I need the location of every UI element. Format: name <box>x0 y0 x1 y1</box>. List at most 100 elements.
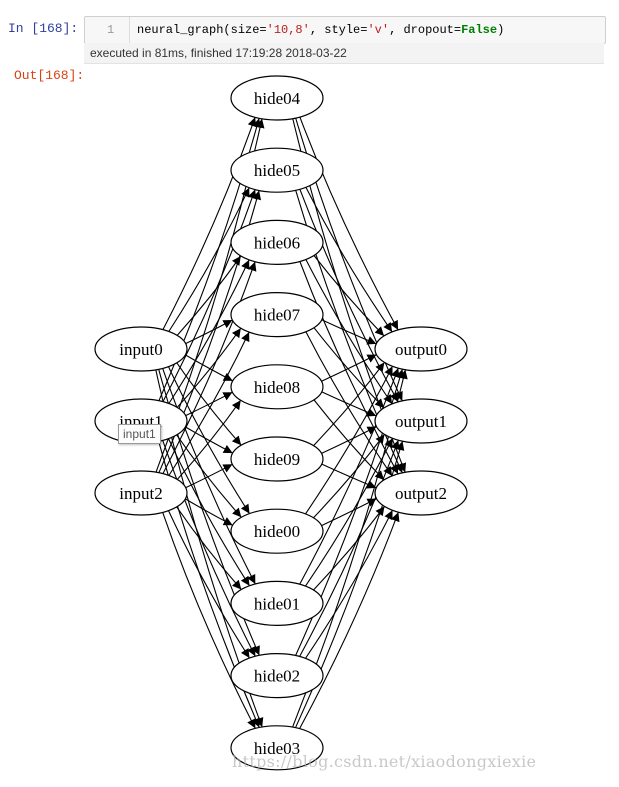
edge-hide00-output0 <box>305 366 393 515</box>
node-label: hide03 <box>254 739 300 758</box>
node-output1: output1 <box>374 398 468 444</box>
node-hide04: hide04 <box>230 75 324 121</box>
edge-hide04-output0 <box>299 116 399 331</box>
edge-input2-hide07 <box>168 331 250 476</box>
edge-input1-hide05 <box>162 189 257 402</box>
node-label: input0 <box>119 340 162 359</box>
node-ellipse <box>94 326 188 372</box>
edge-hide00-output2 <box>321 498 377 527</box>
node-input0: input0 <box>94 326 188 372</box>
node-hide00: hide00 <box>230 508 324 554</box>
code-keyword-false: False <box>461 23 498 37</box>
node-label: hide01 <box>254 594 300 613</box>
code-close-paren: ) <box>497 23 505 37</box>
node-ellipse <box>230 725 324 771</box>
edge-hide09-output1 <box>321 426 377 454</box>
edge-input0-hide00 <box>168 366 250 514</box>
code-string-style: 'v' <box>367 23 390 37</box>
node-ellipse <box>230 292 324 338</box>
node-ellipse <box>230 580 324 627</box>
node-label: output2 <box>395 484 447 503</box>
graph-nodes: input0 input1 input2 hide04 hide05 hide06 hide… <box>94 75 468 771</box>
edge-hide07-output2 <box>305 331 393 477</box>
code-line[interactable]: neural_graph(size='10,8', style='v', dro… <box>137 23 504 37</box>
edge-input2-hide09 <box>185 463 233 489</box>
edge-input0-hide09 <box>176 362 242 446</box>
node-label: hide02 <box>254 667 300 686</box>
output-prompt: Out[168]: <box>14 68 85 83</box>
watermark: https://blog.csdn.net/xiaodongxiexie <box>232 752 537 771</box>
node-label: hide07 <box>254 306 301 325</box>
node-ellipse <box>230 364 324 410</box>
node-output0: output0 <box>374 326 468 372</box>
edge-hide06-output1 <box>305 259 393 405</box>
node-ellipse <box>230 147 324 193</box>
node-ellipse <box>230 508 324 554</box>
node-hide02: hide02 <box>230 652 324 699</box>
edge-input1-hide06 <box>168 259 250 404</box>
line-number: 1 <box>107 23 115 37</box>
execution-info: executed in 81ms, finished 17:19:28 2018… <box>90 46 347 60</box>
node-label: output0 <box>395 340 447 359</box>
code-function: neural_graph(size= <box>137 23 267 37</box>
node-label: hide06 <box>254 233 300 252</box>
edge-hide08-output1 <box>321 391 377 417</box>
node-output2: output2 <box>374 470 468 516</box>
edge-hide09-output2 <box>321 463 377 489</box>
edge-hide01-output0 <box>299 367 400 585</box>
node-label: input2 <box>119 484 162 503</box>
edge-input1-hide08 <box>185 391 233 417</box>
node-hide03: hide03 <box>230 725 324 771</box>
node-ellipse <box>94 470 188 516</box>
edge-input1-hide02 <box>162 440 256 657</box>
edge-hide06-output2 <box>299 261 399 475</box>
edge-input1-hide00 <box>176 434 242 518</box>
edge-hide07-output1 <box>313 327 385 409</box>
input-prompt: In [168]: <box>8 21 79 36</box>
edge-input0-hide06 <box>176 255 242 336</box>
node-hide07: hide07 <box>230 292 324 338</box>
edge-input2-hide01 <box>176 506 242 590</box>
edge-hide05-output0 <box>305 187 393 333</box>
node-hide01: hide01 <box>230 580 324 627</box>
edge-input1-hide07 <box>176 327 242 408</box>
edge-hide05-output1 <box>299 189 399 403</box>
node-hide09: hide09 <box>230 436 324 482</box>
node-input2: input2 <box>94 470 188 516</box>
code-string-size: '10,8' <box>266 23 310 37</box>
edge-hide09-output0 <box>313 362 385 446</box>
edge-input2-hide02 <box>168 510 250 659</box>
node-hide06: hide06 <box>230 219 324 265</box>
edge-hide07-output0 <box>321 319 377 345</box>
node-label: hide09 <box>254 450 300 469</box>
execution-info-bar: executed in 81ms, finished 17:19:28 2018… <box>84 43 604 64</box>
node-hide05: hide05 <box>230 147 324 193</box>
edge-input0-hide01 <box>162 368 256 585</box>
node-ellipse <box>374 326 468 372</box>
edge-input2-hide00 <box>185 498 233 526</box>
gutter-separator <box>129 17 130 43</box>
node-label: hide08 <box>254 378 300 397</box>
node-label: hide05 <box>254 161 300 180</box>
edge-input1-hide09 <box>185 426 233 454</box>
edge-hide02-output2 <box>305 510 393 659</box>
hover-tooltip: input1 <box>118 424 161 444</box>
edge-input0-hide08 <box>185 354 233 382</box>
node-ellipse <box>230 652 324 699</box>
node-ellipse <box>374 398 468 444</box>
edge-hide02-output1 <box>299 439 400 657</box>
node-ellipse <box>374 470 468 516</box>
edge-input0-hide04 <box>162 117 257 330</box>
node-ellipse <box>230 75 324 121</box>
edge-input1-hide01 <box>168 438 250 587</box>
edge-input2-hide03 <box>162 512 256 729</box>
edge-hide01-output2 <box>313 506 385 591</box>
edge-hide08-output0 <box>321 354 377 382</box>
node-label: output1 <box>395 412 447 431</box>
edge-hide00-output1 <box>313 434 385 519</box>
node-ellipse <box>230 436 324 482</box>
node-ellipse <box>230 219 324 265</box>
graph-edges <box>155 116 408 729</box>
code-text-dropout: , dropout= <box>389 23 462 37</box>
